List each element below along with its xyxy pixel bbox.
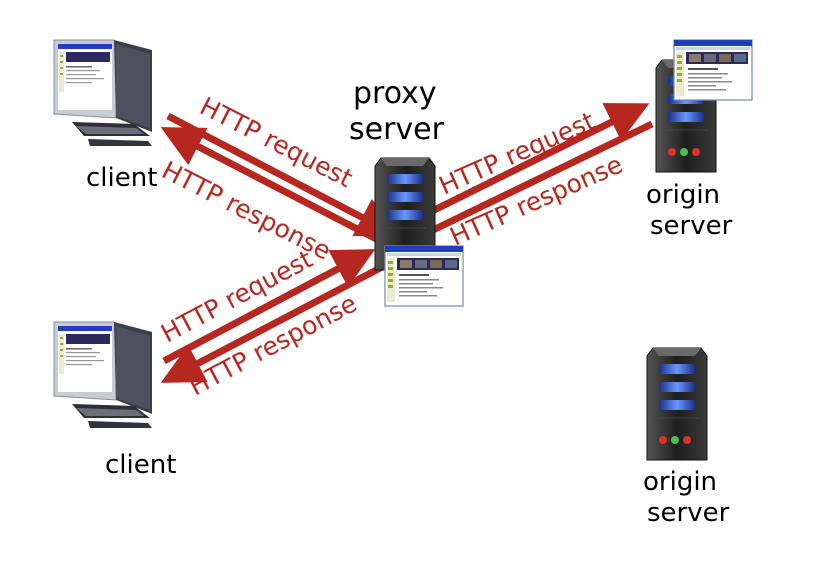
origin-bottom-label-line1: origin [643,467,717,497]
browser-window-icon [673,39,753,101]
arrow-client-bottom-response [160,262,386,383]
desktop-computer-icon [53,321,153,429]
arrow-origin-response [386,120,654,254]
origin-top-label-line1: origin [646,180,720,210]
client-top-label: client [86,163,157,193]
tower-server-icon [646,347,708,461]
browser-window-icon [384,245,464,307]
arrow-client-bottom-request [162,249,376,365]
desktop-computer-icon [53,39,153,147]
proxy-label-line1: proxy [353,76,437,111]
arrow-client-top-response [160,127,390,249]
client-bottom-label: client [105,450,176,480]
proxy-label-line2: server [349,112,445,147]
origin-bottom-label-line2: server [647,498,730,528]
origin-top-label-line2: server [650,211,733,241]
